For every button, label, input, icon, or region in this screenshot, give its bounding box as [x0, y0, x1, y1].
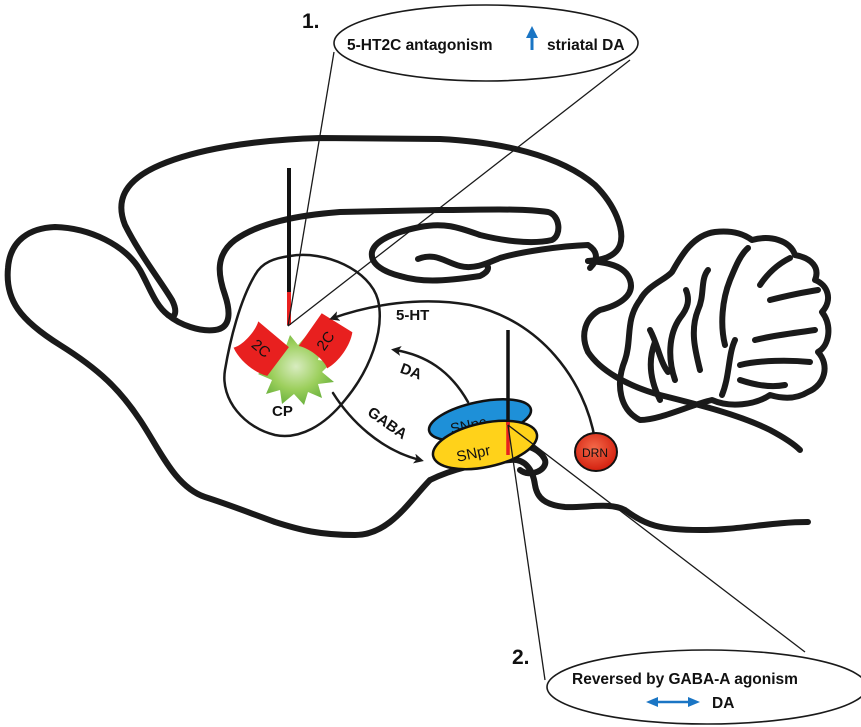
frontal-fold — [165, 207, 443, 334]
corpus-callosum — [368, 206, 562, 279]
serotonin-pathway — [329, 300, 597, 442]
drn-nucleus — [574, 432, 618, 472]
snpr-label: SNpr — [455, 442, 492, 466]
callout-2-line-right — [507, 424, 806, 653]
serotonin-label: 5-HT — [396, 307, 429, 324]
callout-1-text-after: striatal DA — [547, 37, 625, 54]
drn-label: DRN — [582, 446, 608, 460]
callout-2: 2. Reversed by GABA-A agonism DA — [512, 646, 861, 725]
callout-2-number: 2. — [512, 646, 530, 669]
callout-1-text-before: 5-HT2C antagonism — [347, 37, 493, 54]
striatum-outline — [223, 253, 381, 438]
cerebellum-outline — [617, 228, 832, 423]
cerebellum — [617, 228, 832, 423]
cp-label: CP — [272, 403, 293, 420]
callout-2-line2: DA — [712, 695, 734, 712]
hippocampus-fold — [397, 242, 599, 284]
snpr-region — [431, 419, 539, 471]
left-right-arrow-icon — [646, 697, 700, 707]
cerebellum-folia — [647, 245, 821, 403]
gaba-pathway — [331, 391, 424, 464]
callout-2-bubble — [546, 649, 861, 725]
dopamine-label: DA — [398, 360, 424, 383]
callout-2-line-left — [507, 424, 546, 681]
callout-1-number: 1. — [302, 10, 320, 33]
receptor-left: 2C — [233, 321, 289, 376]
brainstem-outline — [427, 456, 811, 533]
callout-1-line-right — [287, 59, 631, 327]
midbrain-outline — [581, 258, 803, 453]
cortex-outline — [4, 135, 625, 538]
callout-1-bubble — [333, 4, 639, 82]
dopamine-pathway — [391, 346, 470, 404]
gaba-label: GABA — [364, 404, 410, 443]
brain-outline — [4, 135, 811, 538]
callout-1-line-left — [287, 51, 335, 327]
receptor-right: 2C — [298, 313, 353, 369]
up-arrow-icon — [526, 26, 538, 50]
callout-2-line1: Reversed by GABA-A agonism — [572, 671, 798, 688]
callout-1: 1. 5-HT2C antagonism striatal DA — [302, 4, 639, 82]
